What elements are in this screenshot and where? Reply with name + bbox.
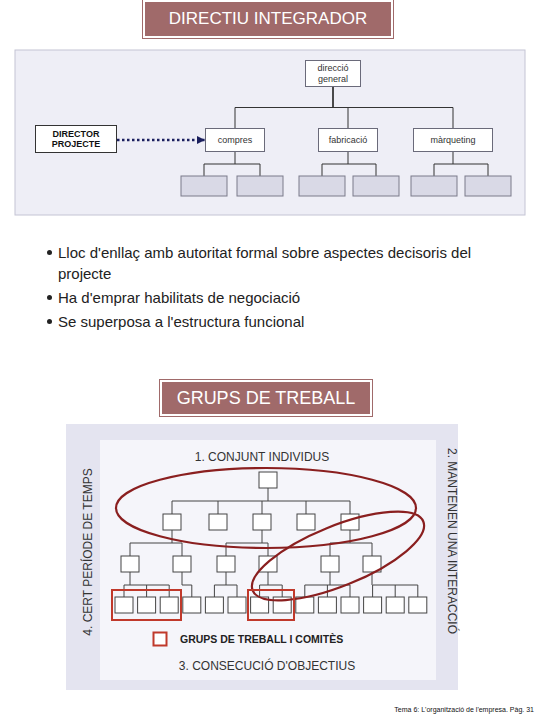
org-boxes	[115, 472, 427, 613]
axis-note: 4. CERT PERÍODE DE TEMPS	[81, 468, 95, 635]
legend-swatch	[152, 631, 168, 647]
sub-box	[465, 176, 511, 196]
sub-link	[434, 152, 488, 176]
org-box	[173, 556, 191, 572]
bullet-text: Ha d'emprar habilitats de negociació	[58, 287, 502, 308]
group-ellipses	[116, 468, 435, 618]
org-connector	[235, 87, 333, 128]
org-box	[217, 556, 235, 572]
org-line	[124, 572, 169, 597]
org-line	[182, 572, 192, 597]
sub-links	[204, 152, 488, 176]
org-box	[321, 556, 339, 572]
org-box	[138, 597, 156, 613]
committee-box	[112, 590, 181, 620]
org-line	[305, 572, 350, 597]
org-lines	[124, 488, 418, 597]
node-text: GRUPS DE TREBALL	[177, 388, 356, 409]
node-text: compres	[218, 135, 253, 145]
bottom-panel-inner	[100, 440, 436, 680]
group-ellipse	[241, 494, 434, 619]
bullet-dot	[47, 295, 52, 300]
org-box	[364, 597, 382, 613]
node-text: fabricació	[329, 135, 368, 145]
org-box	[183, 597, 201, 613]
bullet-item: Se superposa a l'estructura funcional	[44, 311, 502, 332]
org-box: fabricació	[318, 128, 378, 152]
bullet-item: Ha d'emprar habilitats de negociació	[44, 287, 502, 308]
title-banner: DIRECTIU INTEGRADOR	[143, 0, 393, 38]
org-box	[386, 597, 404, 613]
sub-box	[353, 176, 399, 196]
org-box	[115, 597, 133, 613]
committee-boxes	[112, 590, 294, 620]
org-box: màrqueting	[413, 128, 493, 152]
bullet-dot	[47, 250, 52, 255]
org-box: direcció general	[305, 60, 361, 87]
sub-box	[237, 176, 283, 196]
group-ellipse	[116, 468, 416, 548]
node-text: DIRECTOR PROJECTE	[39, 129, 113, 150]
org-box	[209, 514, 227, 530]
page-footer: Tema 6: L'organització de l'empresa. Pàg…	[394, 706, 534, 714]
axis-note: 1. CONJUNT INDIVIDUS	[195, 450, 329, 464]
sub-link	[204, 152, 260, 176]
org-box	[160, 597, 178, 613]
org-box	[259, 472, 277, 488]
org-line	[226, 530, 268, 556]
node-text: direcció general	[309, 63, 357, 84]
org-box: compres	[205, 128, 265, 152]
bullet-text: Se superposa a l'estructura funcional	[58, 311, 502, 332]
org-line	[214, 572, 237, 597]
sub-box	[411, 176, 457, 196]
org-line	[172, 488, 350, 514]
top-panel	[15, 50, 525, 215]
project-box: DIRECTOR PROJECTE	[35, 125, 117, 153]
org-box	[297, 514, 315, 530]
bullet-dot	[47, 319, 52, 324]
org-box	[228, 597, 246, 613]
org-box	[409, 597, 427, 613]
org-connector	[333, 87, 453, 128]
dotted-arrow	[117, 139, 205, 142]
legend-text: GRUPS DE TREBALL I COMITÈS	[180, 633, 343, 645]
sub-boxes	[181, 176, 511, 196]
sub-box	[181, 176, 227, 196]
sub-link	[322, 152, 376, 176]
bullet-text: Lloc d'enllaç amb autoritat formal sobre…	[58, 242, 502, 284]
org-box	[163, 514, 181, 530]
axis-note: 3. CONSECUCIÓ D'OBJECTIUS	[179, 659, 355, 673]
committee-box	[248, 590, 294, 620]
axis-note: 2. MANTENEN UNA INTERACCIÓ	[445, 448, 459, 634]
swatch-square	[154, 633, 167, 646]
sub-box	[299, 176, 345, 196]
org-box	[341, 597, 359, 613]
title-text: DIRECTIU INTEGRADOR	[169, 9, 367, 29]
bullet-item: Lloc d'enllaç amb autoritat formal sobre…	[44, 242, 502, 284]
bottom-panel	[66, 424, 458, 690]
org-line	[372, 572, 418, 597]
org-box	[253, 514, 271, 530]
section-banner: GRUPS DE TREBALL	[160, 380, 372, 416]
org-line	[130, 530, 182, 556]
org-box	[318, 597, 336, 613]
org-box	[121, 556, 139, 572]
legend-item: GRUPS DE TREBALL I COMITÈS	[152, 631, 343, 647]
org-line	[260, 572, 283, 597]
node-text: màrqueting	[430, 135, 475, 145]
org-box	[205, 597, 223, 613]
